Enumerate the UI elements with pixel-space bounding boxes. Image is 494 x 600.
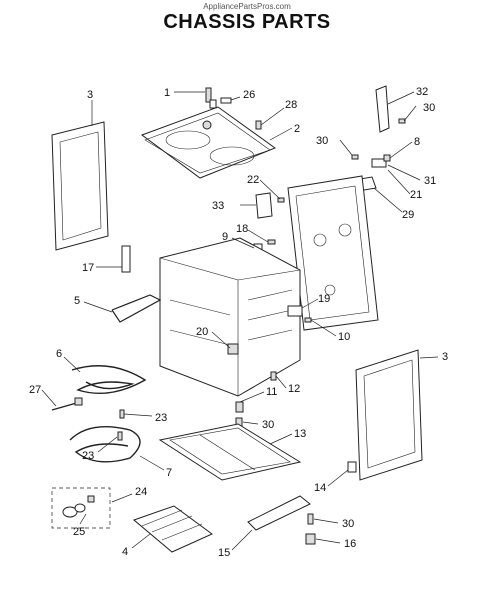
callout-24: 24 [135, 486, 147, 498]
callout-23-bottom: 23 [82, 450, 94, 462]
part-spark-electrode [220, 97, 232, 104]
part-gas-valve-fitting [205, 87, 217, 109]
callout-23-top: 23 [155, 412, 167, 424]
callout-25: 25 [73, 526, 85, 538]
callout-2: 2 [294, 123, 300, 135]
callout-11: 11 [266, 386, 277, 398]
part-sensor-probe-27 [51, 397, 83, 411]
part-oven-rack [133, 505, 213, 553]
part-bracket-32 [375, 85, 390, 133]
callout-14: 14 [314, 482, 326, 494]
callout-20: 20 [196, 326, 208, 338]
part-screw-18 [267, 239, 276, 245]
callout-6: 6 [56, 348, 62, 360]
callout-7: 7 [166, 467, 172, 479]
part-screw-23a [119, 409, 125, 419]
part-broil-element [71, 365, 147, 395]
callout-16: 16 [344, 538, 356, 550]
part-screw-30a [398, 118, 406, 124]
part-bake-element [69, 425, 141, 463]
leader-lines [41, 91, 439, 551]
callout-30-mid: 30 [316, 135, 328, 147]
part-screw-22 [277, 197, 285, 203]
callout-28: 28 [285, 99, 297, 111]
part-drawer-slide [247, 495, 311, 531]
part-screw-28 [255, 120, 262, 130]
part-rear-panel [287, 175, 379, 331]
part-screw-30d [307, 513, 314, 525]
part-cooktop [140, 106, 277, 179]
callout-30-top: 30 [423, 102, 435, 114]
callout-19: 19 [318, 293, 330, 305]
callout-3-left: 3 [87, 89, 93, 101]
callout-33: 33 [212, 200, 224, 212]
callout-12: 12 [288, 383, 300, 395]
part-screw-30b [351, 154, 359, 160]
callout-29: 29 [402, 209, 414, 221]
callout-27: 27 [29, 384, 41, 396]
callout-18: 18 [236, 223, 248, 235]
part-oven-seal [111, 294, 162, 323]
diagram-title: CHASSIS PARTS [163, 11, 331, 33]
callout-22: 22 [247, 174, 259, 186]
watermark: AppliancePartsPros.com [203, 2, 291, 11]
part-screw-10 [304, 317, 312, 323]
callout-15: 15 [218, 547, 230, 559]
part-door-frame-right [355, 349, 423, 481]
part-sensor-19 [287, 305, 303, 317]
part-screw-23b [117, 431, 123, 441]
callout-30-center: 30 [262, 419, 274, 431]
part-door-frame-left [51, 121, 109, 251]
part-clip-14 [347, 461, 357, 473]
part-oven-bottom [158, 423, 302, 481]
part-bracket-17 [121, 245, 131, 273]
part-screw-12 [270, 371, 277, 381]
callout-3-right: 3 [442, 351, 448, 363]
part-burner-kit-box [51, 487, 111, 529]
callout-21: 21 [410, 189, 422, 201]
part-oven-cavity [159, 237, 301, 397]
callout-1: 1 [164, 87, 170, 99]
callout-32: 32 [416, 86, 428, 98]
callout-26: 26 [243, 89, 255, 101]
callout-9: 9 [222, 231, 228, 243]
part-igniter-20 [227, 343, 239, 355]
callout-8: 8 [414, 136, 420, 148]
callout-5: 5 [74, 295, 80, 307]
callout-4: 4 [122, 546, 128, 558]
part-switch-8 [371, 154, 391, 168]
part-burner-25 [62, 495, 95, 518]
callout-17: 17 [82, 262, 94, 274]
callout-13: 13 [294, 428, 306, 440]
callout-30-bottom: 30 [342, 518, 354, 530]
part-leveler-16 [305, 533, 316, 545]
part-bracket-33 [255, 192, 273, 219]
callout-31: 31 [424, 175, 436, 187]
part-screw-11 [235, 401, 244, 413]
callout-10: 10 [338, 331, 350, 343]
